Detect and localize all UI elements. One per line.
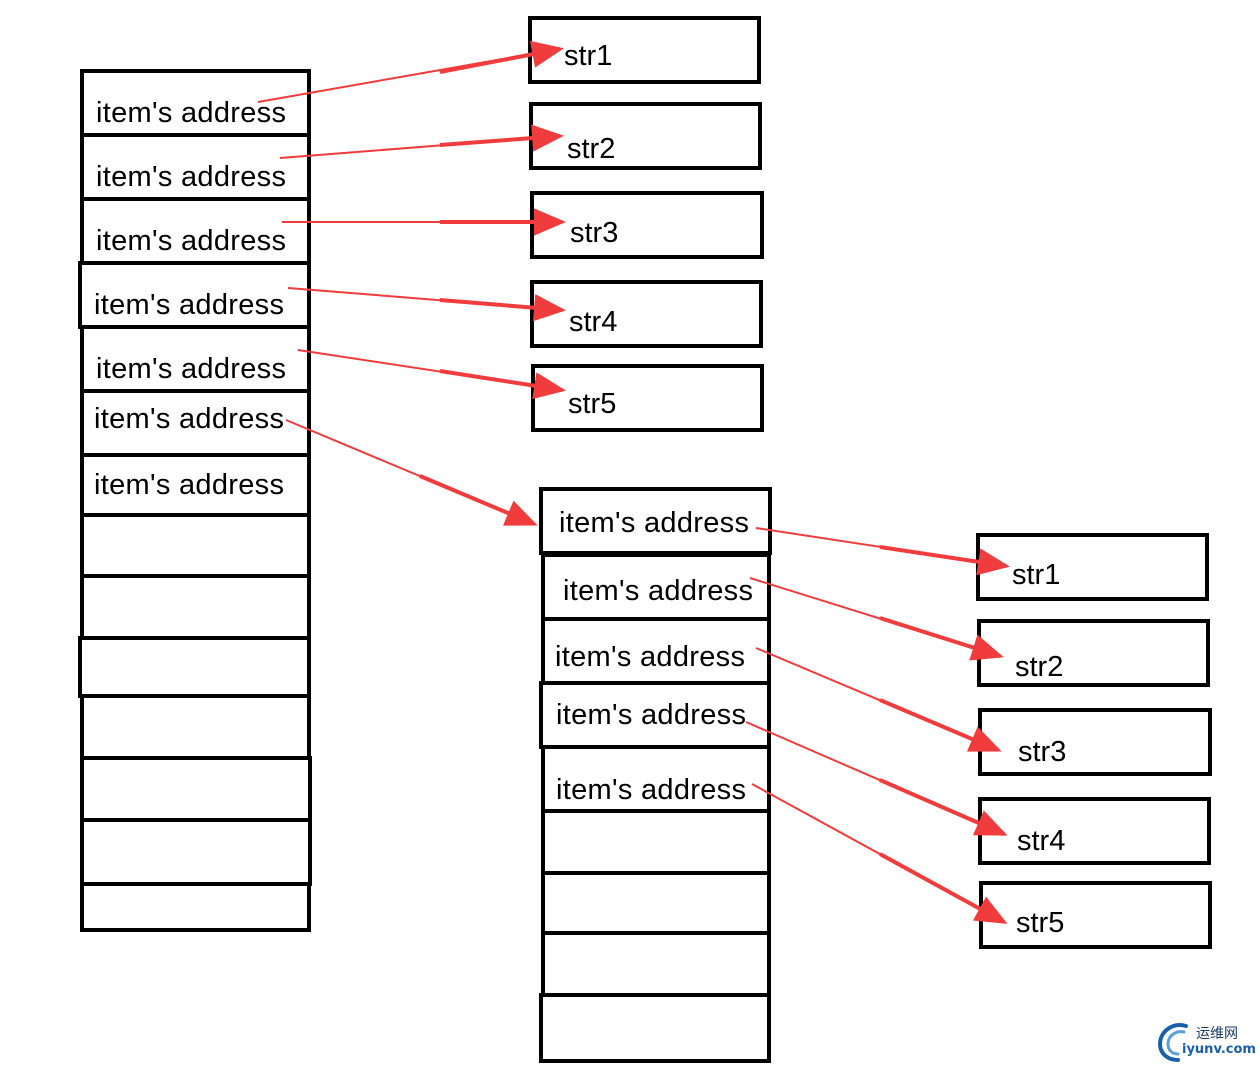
string-label: str3: [570, 217, 619, 249]
string-label: str1: [1012, 559, 1061, 591]
arrow-right-cell-2-to-bottom-str2: [749, 577, 1001, 657]
watermark-swirl-icon: [1157, 1023, 1188, 1062]
string-label: str4: [1017, 825, 1066, 857]
right-array-cell-7: [541, 871, 771, 935]
cell-label: item's address: [94, 469, 285, 501]
left-array-cell-14: [80, 882, 311, 932]
right-array-cell-1: item's address: [539, 487, 772, 555]
right-array-cell-4: item's address: [539, 681, 771, 749]
bottom-string-box-1: str1: [976, 533, 1209, 601]
left-array-cell-2: item's address: [80, 133, 311, 201]
right-array-cell-2: item's address: [541, 553, 771, 621]
top-string-box-3: str3: [530, 191, 764, 259]
arrow-right-cell-1-to-bottom-str1: [755, 527, 1007, 567]
left-array-cell-12: [80, 756, 312, 822]
left-array-cell-11: [80, 694, 311, 760]
cell-label: item's address: [555, 641, 746, 673]
cell-label: item's address: [559, 507, 750, 539]
string-label: str3: [1018, 736, 1067, 768]
right-array-cell-9: [539, 993, 771, 1063]
arrow-left-cell-6-to-right-array: [285, 419, 535, 525]
arrow-left-cell-4-to-top-str4: [287, 287, 563, 311]
left-array-cell-1: item's address: [80, 69, 311, 137]
left-array-cell-8: [80, 513, 311, 578]
left-array-cell-3: item's address: [80, 197, 311, 265]
bottom-string-box-4: str4: [978, 797, 1211, 865]
cell-label: item's address: [96, 97, 287, 129]
left-array-cell-7: item's address: [80, 453, 311, 517]
left-array-cell-13: [80, 818, 312, 886]
left-array-cell-9: [80, 574, 311, 640]
watermark-logo: 运维网 iyunv.com: [1156, 1020, 1256, 1062]
cell-label: item's address: [96, 161, 287, 193]
top-string-box-4: str4: [530, 280, 763, 348]
arrow-left-cell-5-to-top-str5: [297, 349, 563, 391]
left-array-cell-5: item's address: [80, 325, 311, 393]
string-label: str1: [564, 40, 613, 72]
right-array-cell-6: [541, 809, 771, 877]
arrow-left-cell-6-to-right-array-head: [419, 474, 538, 526]
cell-label: item's address: [94, 289, 285, 321]
top-string-box-1: str1: [528, 16, 761, 84]
string-label: str5: [568, 388, 617, 420]
top-string-box-2: str2: [529, 102, 762, 170]
watermark-en-text: iyunv.com: [1182, 1042, 1256, 1057]
left-array-cell-6: item's address: [80, 389, 311, 457]
cell-label: item's address: [556, 699, 747, 731]
arrow-right-cell-4-to-bottom-str4: [745, 721, 1005, 835]
arrow-left-cell-2-to-top-str2: [279, 135, 561, 159]
bottom-string-box-2: str2: [977, 619, 1210, 687]
right-array-cell-3: item's address: [541, 617, 771, 685]
cell-label: item's address: [563, 575, 754, 607]
cell-label: item's address: [96, 225, 287, 257]
cell-label: item's address: [96, 353, 287, 385]
right-array-cell-8: [541, 931, 771, 997]
arrow-right-cell-3-to-bottom-str3: [755, 647, 999, 751]
watermark-cn-text: 运维网: [1196, 1026, 1238, 1042]
bottom-string-box-5: str5: [979, 881, 1212, 949]
string-label: str2: [1015, 651, 1064, 683]
right-array-cell-5: item's address: [541, 745, 771, 813]
left-array-cell-10: [78, 636, 311, 698]
left-array-cell-4: item's address: [78, 261, 311, 329]
string-label: str2: [567, 133, 616, 165]
string-label: str4: [569, 306, 618, 338]
bottom-string-box-3: str3: [978, 708, 1212, 776]
arrow-right-cell-5-to-bottom-str5: [751, 783, 1005, 923]
string-label: str5: [1016, 907, 1065, 939]
cell-label: item's address: [94, 403, 285, 435]
top-string-box-5: str5: [531, 364, 764, 432]
cell-label: item's address: [556, 774, 747, 806]
